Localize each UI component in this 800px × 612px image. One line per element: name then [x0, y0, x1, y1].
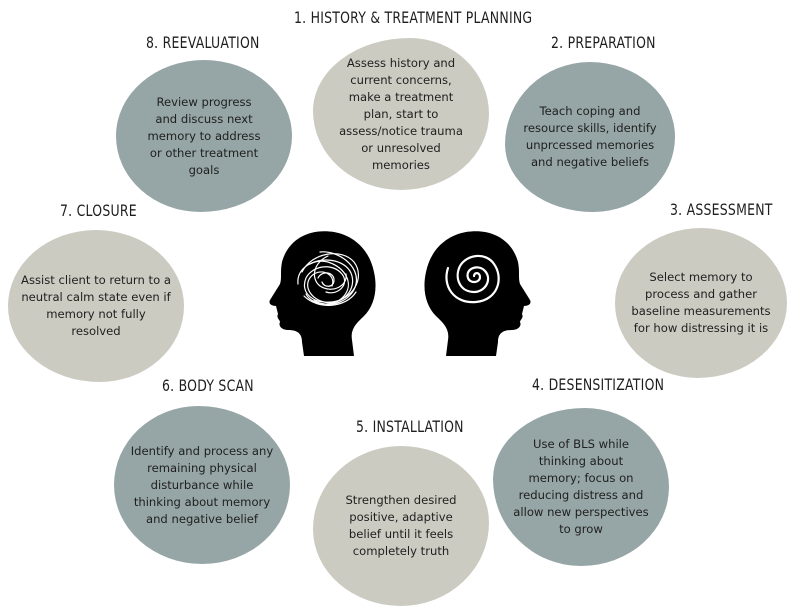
step-4-title: 4. DESENSITIZATION [532, 375, 665, 394]
step-7-blob: Assist client to return to a neutral cal… [8, 230, 184, 382]
step-5-blob: Strengthen desired positive, adaptive be… [313, 446, 489, 606]
step-3-title: 3. ASSESSMENT [670, 200, 773, 219]
step-6-blob: Identify and process any remaining physi… [114, 406, 290, 564]
step-8-title: 8. REEVALUATION [146, 33, 260, 52]
step-1-blob: Assess history and current concerns, mak… [313, 38, 489, 190]
step-2-blob: Teach coping and resource skills, identi… [505, 62, 675, 212]
step-6-text: Identify and process any remaining physi… [130, 443, 274, 526]
head-scribble-icon [269, 231, 376, 356]
step-5-title: 5. INSTALLATION [356, 417, 464, 436]
central-heads [269, 231, 531, 356]
step-1-text: Assess history and current concerns, mak… [339, 55, 463, 172]
step-3-blob: Select memory to process and gather base… [615, 228, 787, 378]
step-5-text: Strengthen desired positive, adaptive be… [345, 493, 457, 558]
step-8-text: Review progress and discuss next memory … [147, 94, 261, 177]
step-6-title: 6. BODY SCAN [162, 376, 254, 395]
step-2-text: Teach coping and resource skills, identi… [523, 104, 657, 169]
step-3-text: Select memory to process and gather base… [631, 270, 771, 335]
step-7-title: 7. CLOSURE [60, 201, 137, 220]
head-spiral-icon [424, 231, 531, 356]
step-1-title: 1. HISTORY & TREATMENT PLANNING [294, 8, 533, 27]
step-4-text: Use of BLS while thinking about memory; … [513, 437, 649, 536]
step-7-text: Assist client to return to a neutral cal… [21, 273, 171, 338]
step-2-title: 2. PREPARATION [551, 33, 656, 52]
step-8-blob: Review progress and discuss next memory … [116, 60, 292, 212]
step-4-blob: Use of BLS while thinking about memory; … [493, 408, 669, 566]
